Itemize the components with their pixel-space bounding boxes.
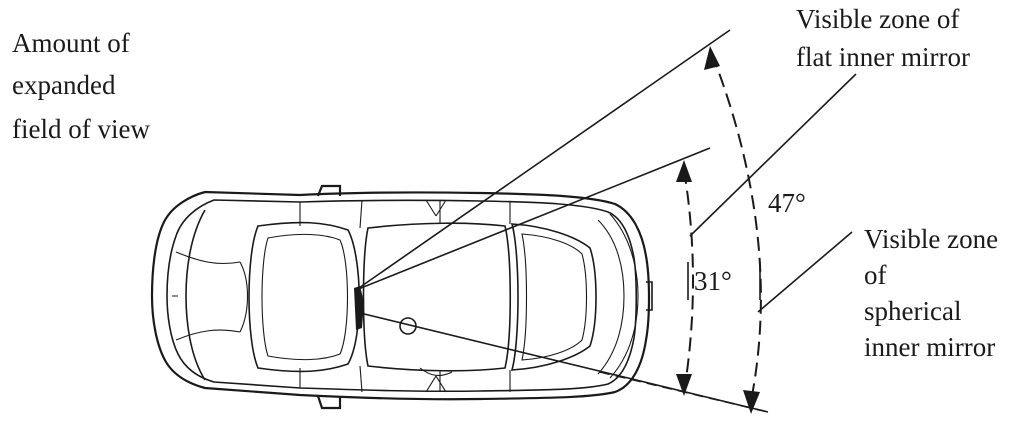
flat-mirror-label: Visible zone of flat inner mirror [796, 4, 970, 72]
car-trunk-lid [185, 209, 206, 381]
expanded-label-line1: Amount of [12, 28, 130, 58]
car-roof [362, 222, 512, 372]
expanded-label-line3: field of view [12, 114, 150, 144]
flat-label-line1: Visible zone of [796, 4, 959, 34]
spherical-mirror-angle-arc [711, 53, 762, 407]
car-body-inner-line [166, 199, 638, 393]
expanded-field-label: Amount of expanded field of view [12, 28, 150, 144]
flat-mirror-angle-arc [683, 169, 694, 393]
leader-lines [687, 73, 857, 313]
car-headlights [646, 281, 653, 311]
flat-arc-arrowhead-bottom [676, 374, 692, 396]
car-rear-window-inner [261, 233, 348, 361]
spherical-label-line4: inner mirror [864, 332, 995, 362]
flat-zone-upper-edge [355, 147, 711, 291]
car-pillar-details [419, 199, 453, 393]
car-top-view [150, 184, 653, 410]
car-windshield [510, 223, 597, 371]
car-side-mirror-right [316, 395, 342, 410]
flat-arc-arrowhead-top [676, 160, 692, 182]
spherical-arc-arrowhead-bottom [743, 390, 760, 414]
spherical-label-line3: spherical [864, 296, 961, 326]
spherical-mirror-leader [757, 231, 853, 313]
car-body-outline [150, 190, 651, 401]
flat-label-line2: flat inner mirror [796, 42, 970, 72]
spherical-arc-arrowhead-top [704, 46, 720, 70]
inner-mirror [354, 286, 364, 330]
expanded-label-line2: expanded [12, 70, 116, 100]
car-trunk-detail [172, 251, 248, 341]
car-windshield-inner [521, 233, 588, 361]
spherical-mirror-angle-label: 47° [768, 188, 806, 218]
flat-mirror-leader [689, 73, 857, 237]
spherical-zone-upper-edge [355, 29, 731, 291]
car-door-lines [299, 199, 511, 393]
car-hood-lines [597, 213, 639, 379]
spherical-label-line2: of [864, 260, 887, 290]
flat-mirror-angle-label: 31° [694, 266, 732, 296]
spherical-mirror-label: Visible zone of spherical inner mirror [864, 224, 998, 362]
car-rear-window [248, 221, 361, 373]
spherical-label-line1: Visible zone [864, 224, 998, 254]
angle-arcs [676, 46, 762, 414]
car-side-mirror-left [316, 184, 342, 197]
